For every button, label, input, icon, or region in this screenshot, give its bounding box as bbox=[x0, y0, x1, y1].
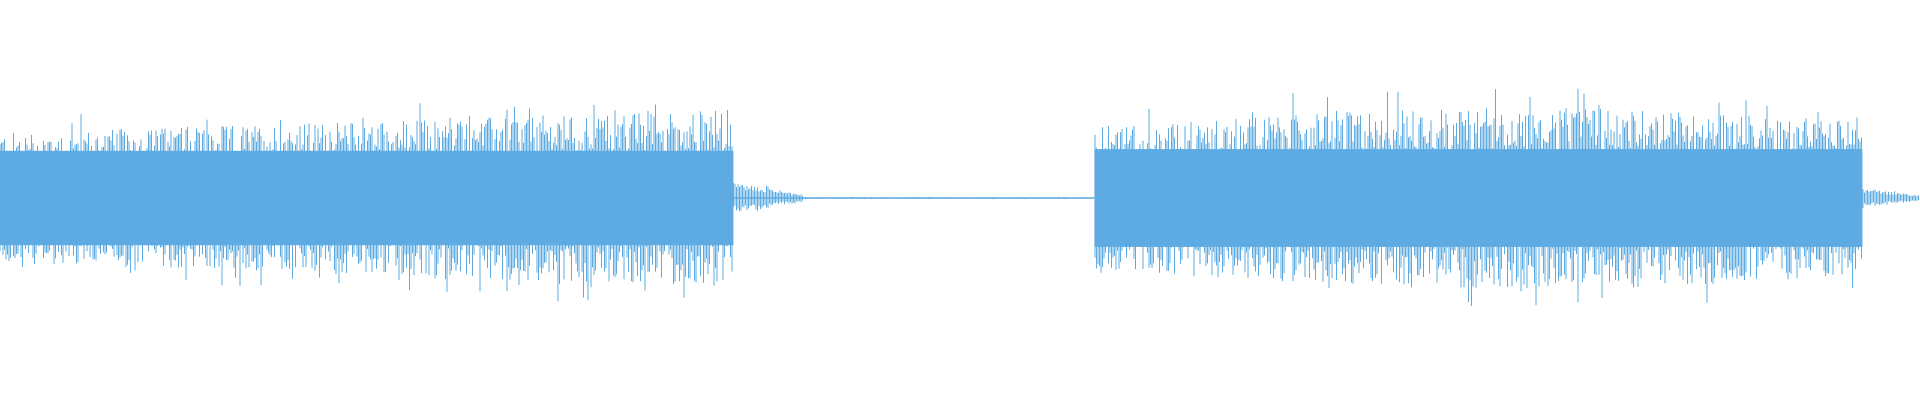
waveform-body-clip-2 bbox=[1094, 149, 1863, 247]
waveform-body-clip-1 bbox=[0, 150, 734, 246]
